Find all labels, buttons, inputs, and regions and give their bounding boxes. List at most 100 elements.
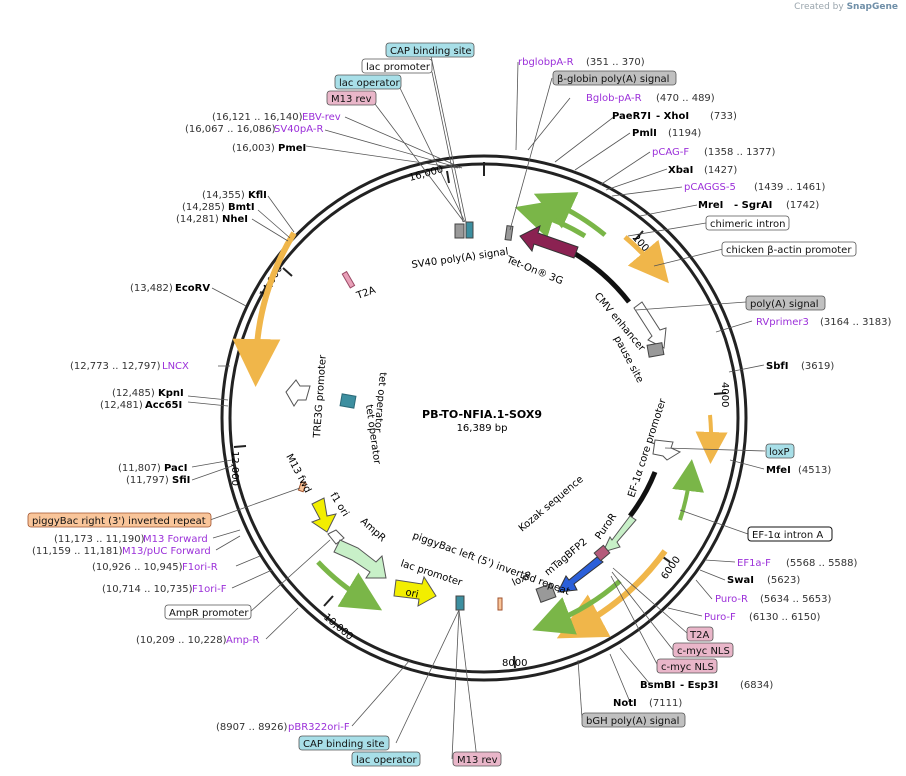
esp3i-label[interactable]: - Esp3I bbox=[680, 680, 718, 691]
ef1a-intron-box[interactable]: EF-1α intron A bbox=[747, 526, 833, 542]
bgh-polya-box[interactable]: bGH poly(A) signal bbox=[581, 712, 686, 728]
ori-arrow bbox=[393, 575, 437, 607]
ampr-promoter-label-box[interactable]: AmpR promoter bbox=[164, 604, 252, 620]
puror-arrow bbox=[602, 515, 637, 553]
acc65i-label[interactable]: Acc65I bbox=[145, 400, 182, 411]
puro-r-label[interactable]: Puro-R bbox=[715, 594, 748, 605]
lac-promoter-top-box[interactable]: lac promoter bbox=[361, 58, 433, 74]
t2a-inner: T2A bbox=[354, 285, 377, 302]
polya-signal-box[interactable]: poly(A) signal bbox=[745, 295, 826, 311]
plasmid-length: 16,389 bp bbox=[457, 423, 508, 434]
paci-label[interactable]: PacI bbox=[164, 463, 187, 474]
mrei-label[interactable]: MreI bbox=[698, 200, 723, 211]
orange-arc-left bbox=[232, 231, 297, 387]
nhei-label[interactable]: NheI bbox=[222, 214, 248, 225]
orange-arc-cag bbox=[623, 235, 669, 284]
lac-operator-bottom-box[interactable]: lac operator bbox=[351, 751, 421, 767]
cap-binding-site-bottom: CAP binding site bbox=[303, 739, 385, 750]
cmyc-nls-2-box[interactable]: c-myc NLS bbox=[656, 658, 718, 674]
m13-rev-bottom-box[interactable]: M13 rev bbox=[452, 751, 502, 767]
lncx-coord: (12,773 .. 12,797) bbox=[70, 361, 161, 372]
lac-promoter-top: lac promoter bbox=[366, 62, 431, 73]
ef1a-f-label[interactable]: EF1a-F bbox=[737, 558, 771, 569]
paer7i-label[interactable]: PaeR7I bbox=[612, 111, 651, 122]
lac-operator-top-box[interactable]: lac operator bbox=[334, 74, 402, 90]
piggybac-right-label: piggyBac right (3') inverted repeat bbox=[32, 516, 206, 527]
kfli-coord: (14,355) bbox=[202, 190, 245, 201]
chimeric-intron-box[interactable]: chimeric intron bbox=[705, 215, 790, 231]
ef1a-f-coord: (5568 .. 5588) bbox=[786, 558, 858, 569]
chicken-actin-box[interactable]: chicken β-actin promoter bbox=[721, 241, 857, 257]
cmyc-nls-1-box[interactable]: c-myc NLS bbox=[672, 642, 734, 658]
xhoi-label[interactable]: - XhoI bbox=[656, 111, 689, 122]
tick-8000: 8000 bbox=[502, 658, 527, 669]
piggybac-right-box bbox=[297, 480, 307, 493]
tet-operator-box bbox=[339, 393, 357, 409]
green-arc-top-2 bbox=[514, 199, 587, 239]
piggybac-right-label-box[interactable]: piggyBac right (3') inverted repeat bbox=[27, 512, 212, 528]
snapgene-logo: SnapGene bbox=[846, 2, 898, 12]
backbone-outer bbox=[220, 154, 748, 682]
f1ori-f-label[interactable]: F1ori-F bbox=[192, 584, 227, 595]
paci-coord: (11,807) bbox=[118, 463, 161, 474]
puro-f-label[interactable]: Puro-F bbox=[704, 612, 736, 623]
kpni-coord: (12,485) bbox=[112, 388, 155, 399]
t2a-right-box[interactable]: T2A bbox=[686, 626, 714, 642]
tick-marks bbox=[233, 170, 727, 669]
pmei-label[interactable]: PmeI bbox=[278, 143, 306, 154]
sfii-label[interactable]: SfiI bbox=[172, 475, 190, 486]
kfli-label[interactable]: KflI bbox=[248, 190, 267, 201]
pcag-f-coord: (1358 .. 1377) bbox=[704, 147, 776, 158]
kpni-label[interactable]: KpnI bbox=[158, 388, 184, 399]
bsmbi-label[interactable]: BsmBI bbox=[640, 680, 675, 691]
beta-globin-polya-box[interactable]: β-globin poly(A) signal bbox=[552, 70, 677, 86]
pause-site-box bbox=[646, 342, 665, 358]
pbr322ori-f-label[interactable]: pBR322ori-F bbox=[288, 722, 350, 733]
sv40pa-r-label[interactable]: SV40pA-R bbox=[274, 124, 323, 135]
sbfi-label[interactable]: SbfI bbox=[766, 361, 788, 372]
bglob-pa-r-label[interactable]: Bglob-pA-R bbox=[586, 93, 642, 104]
mtagbfp2-arrow bbox=[557, 556, 604, 593]
pmli-coord: (1194) bbox=[668, 128, 701, 139]
m13-rev-top: M13 rev bbox=[331, 94, 372, 105]
m13-forward-coord: (11,173 .. 11,190) bbox=[54, 534, 145, 545]
amp-r-label[interactable]: Amp-R bbox=[226, 635, 260, 646]
loxp-right-box[interactable]: loxP bbox=[765, 443, 795, 459]
noti-label[interactable]: NotI bbox=[613, 698, 637, 709]
xbai-label[interactable]: XbaI bbox=[668, 165, 693, 176]
ebv-rev-label[interactable]: EBV-rev bbox=[302, 112, 341, 123]
rbglob-box bbox=[504, 225, 514, 241]
pcag-f-label[interactable]: pCAG-F bbox=[652, 147, 689, 158]
orange-arc-bottom bbox=[556, 549, 668, 639]
t2a-right-label: T2A bbox=[689, 630, 709, 641]
mfei-label[interactable]: MfeI bbox=[766, 465, 791, 476]
ecorv-label[interactable]: EcoRV bbox=[175, 283, 210, 294]
ebv-rev-coord: (16,121 .. 16,140) bbox=[212, 112, 303, 123]
sbfi-coord: (3619) bbox=[801, 361, 834, 372]
m13-forward-label[interactable]: M13 Forward bbox=[143, 534, 208, 545]
tick-12000: 12,000 bbox=[229, 451, 240, 486]
m13-puc-forward-label[interactable]: M13/pUC Forward bbox=[122, 546, 211, 557]
m13-rev-top-box[interactable]: M13 rev bbox=[326, 90, 377, 106]
sgrai-label[interactable]: - SgrAI bbox=[734, 200, 772, 211]
sfii-coord: (11,797) bbox=[126, 475, 169, 486]
cap-binding-site-bottom-box[interactable]: CAP binding site bbox=[298, 735, 390, 751]
swai-coord: (5623) bbox=[767, 575, 800, 586]
bmti-label[interactable]: BmtI bbox=[228, 202, 255, 213]
rbglobpa-r-label[interactable]: rbglobpA-R bbox=[518, 57, 574, 68]
rvprimer3-label[interactable]: RVprimer3 bbox=[756, 317, 809, 328]
swai-label[interactable]: SwaI bbox=[727, 575, 754, 586]
black-arc-ef1a bbox=[628, 471, 658, 518]
ecorv-coord: (13,482) bbox=[130, 283, 173, 294]
f1-ori-arrow bbox=[310, 497, 337, 533]
esp3i-coord: (6834) bbox=[740, 680, 773, 691]
kozak-inner: Kozak sequence bbox=[517, 474, 586, 534]
lncx-label[interactable]: LNCX bbox=[162, 361, 189, 372]
loxp-right-label: loxP bbox=[769, 447, 790, 458]
f1ori-r-label[interactable]: F1ori-R bbox=[182, 562, 218, 573]
pcaggs-5-label[interactable]: pCAGGS-5 bbox=[684, 182, 736, 193]
cap-binding-site-top-box[interactable]: CAP binding site bbox=[385, 42, 475, 58]
bgh-polya-label: bGH poly(A) signal bbox=[586, 716, 679, 727]
pmli-label[interactable]: PmlI bbox=[632, 128, 657, 139]
sv40-box-2 bbox=[465, 221, 474, 239]
